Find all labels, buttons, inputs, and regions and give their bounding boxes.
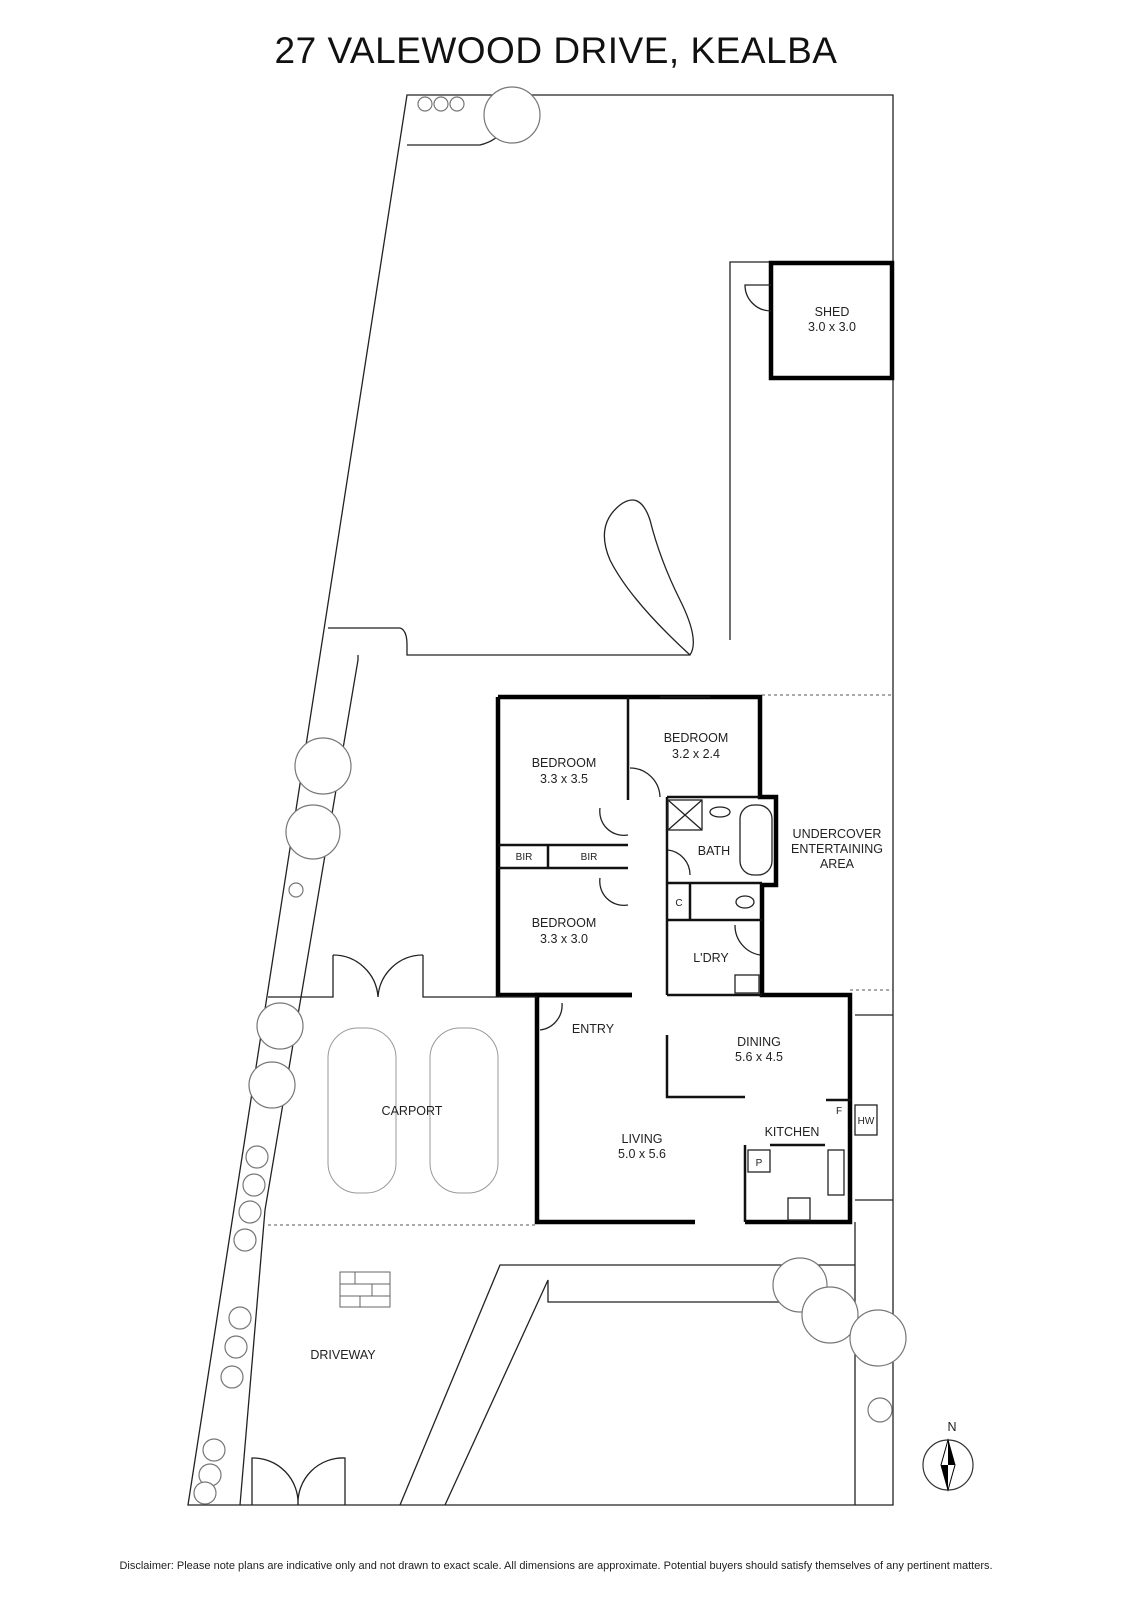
undercover-label-1: UNDERCOVER xyxy=(793,827,882,841)
basin xyxy=(709,806,731,818)
shed-door xyxy=(744,284,772,312)
living-label: LIVING xyxy=(622,1132,663,1146)
bedroom1-label: BEDROOM xyxy=(532,756,597,770)
sink xyxy=(827,1149,845,1196)
bathtub xyxy=(739,804,773,876)
side-path xyxy=(729,261,893,640)
dining-dims: 5.6 x 4.5 xyxy=(735,1050,783,1064)
bath-label: BATH xyxy=(698,844,730,858)
carport-outline xyxy=(268,955,893,1505)
undercover-label-3: AREA xyxy=(820,857,855,871)
pantry-label: P xyxy=(756,1158,763,1169)
lawn-edge xyxy=(328,499,694,656)
dining-label: DINING xyxy=(737,1035,781,1049)
brick-paving xyxy=(339,1271,391,1308)
living-dims: 5.0 x 5.6 xyxy=(618,1147,666,1161)
kitchen-label: KITCHEN xyxy=(765,1125,820,1139)
hw-label: HW xyxy=(858,1116,875,1127)
compass-label: N xyxy=(947,1420,956,1434)
shower xyxy=(667,799,703,831)
bedroom3-label: BEDROOM xyxy=(532,916,597,930)
toilet xyxy=(735,895,755,909)
undercover-boundary xyxy=(268,694,893,1226)
carport-label: CARPORT xyxy=(382,1104,443,1118)
doors xyxy=(539,767,761,1031)
pantry-box xyxy=(747,1149,771,1173)
driveway-edge xyxy=(399,1264,855,1506)
bedroom3-dims: 3.3 x 3.0 xyxy=(540,932,588,946)
hw-unit xyxy=(854,1104,878,1136)
bedroom1-dims: 3.3 x 3.5 xyxy=(540,772,588,786)
trees xyxy=(193,86,907,1505)
undercover-label-2: ENTERTAINING xyxy=(791,842,883,856)
exterior-wall-west xyxy=(534,992,632,1060)
entry-label: ENTRY xyxy=(572,1022,615,1036)
shed-label: SHED xyxy=(815,305,850,319)
driveway-label: DRIVEWAY xyxy=(310,1348,376,1362)
car-2 xyxy=(429,1027,499,1194)
compass-icon xyxy=(922,1438,974,1492)
laundry-label: L'DRY xyxy=(693,951,729,965)
bedroom2-dims: 3.2 x 2.4 xyxy=(672,747,720,761)
fridge-label: F xyxy=(836,1106,842,1117)
bedroom2-label: BEDROOM xyxy=(664,731,729,745)
driveway-gates xyxy=(251,1457,346,1506)
car-1 xyxy=(327,1027,397,1194)
cooktop xyxy=(787,1197,811,1221)
bir1-label: BIR xyxy=(516,852,533,863)
interior-walls xyxy=(498,697,851,1222)
laundry-tub xyxy=(734,974,760,994)
bir2-label: BIR xyxy=(581,852,598,863)
disclaimer: Disclaimer: Please note plans are indica… xyxy=(119,1560,993,1572)
page-title: 27 VALEWOOD DRIVE, KEALBA xyxy=(274,30,838,71)
cupboard-label: C xyxy=(675,898,682,909)
shed-dims: 3.0 x 3.0 xyxy=(808,320,856,334)
carport-gates xyxy=(332,954,424,998)
shed-outline xyxy=(768,260,895,381)
